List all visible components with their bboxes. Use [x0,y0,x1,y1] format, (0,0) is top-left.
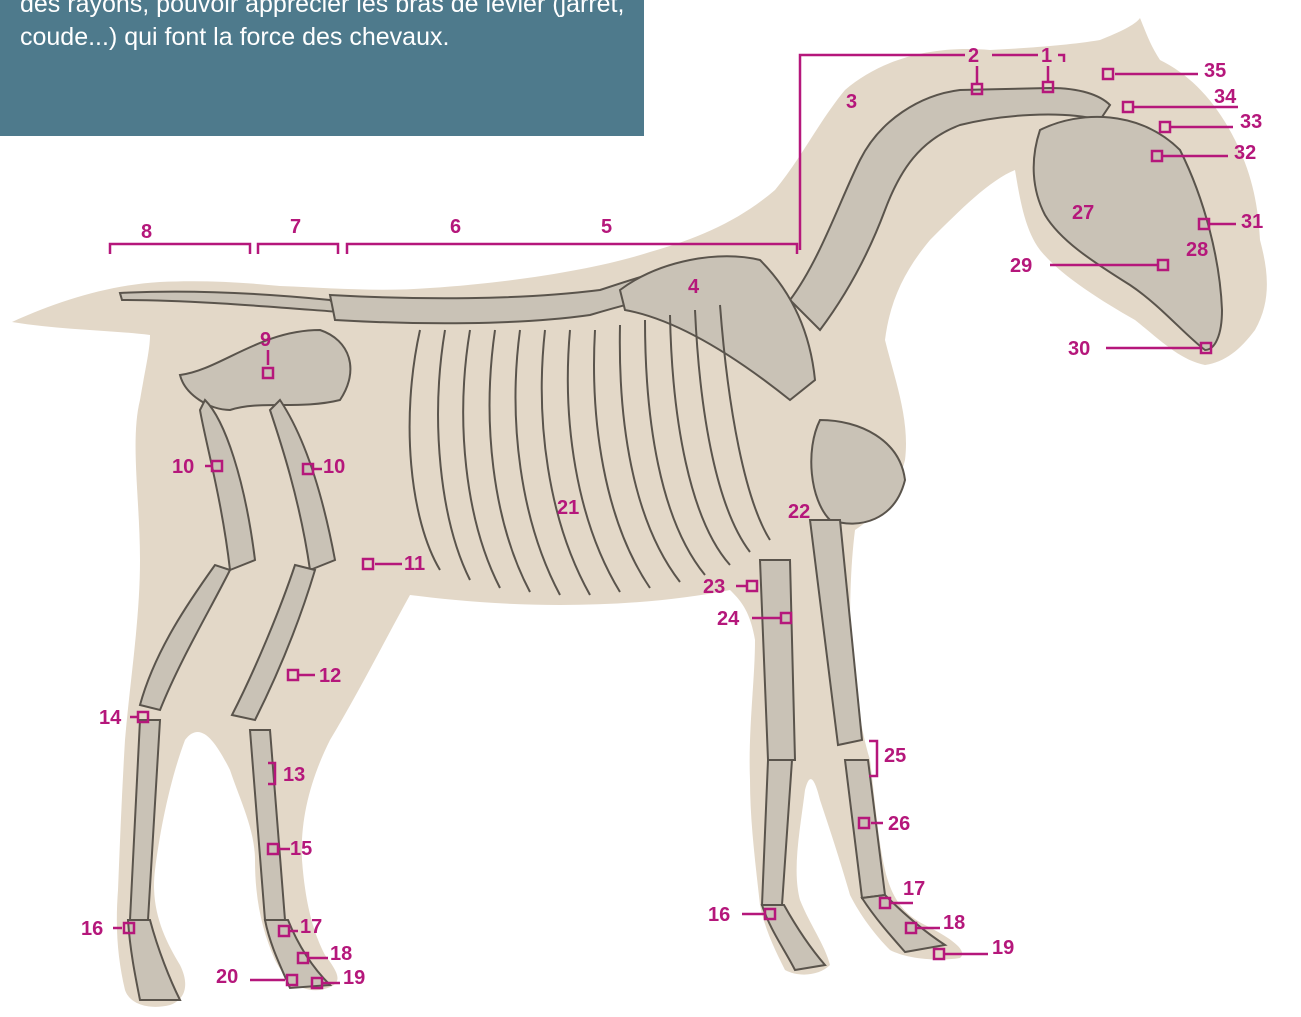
label-19-hind: 19 [343,967,365,989]
label-1: 1 [1041,45,1052,67]
label-10-left: 10 [172,456,194,478]
label-34: 34 [1214,86,1237,108]
label-5: 5 [601,216,612,238]
label-14: 14 [99,707,122,729]
label-2: 2 [968,45,979,67]
label-19-fore: 19 [992,937,1014,959]
label-30: 30 [1068,338,1090,360]
label-33: 33 [1240,111,1262,133]
label-22: 22 [788,501,810,523]
label-3: 3 [846,91,857,113]
label-20: 20 [216,966,238,988]
label-7: 7 [290,216,301,238]
label-17-hind: 17 [300,916,322,938]
label-8: 8 [141,221,152,243]
label-18-fore: 18 [943,912,965,934]
label-28: 28 [1186,239,1208,261]
label-25: 25 [884,745,906,767]
label-10-right: 10 [323,456,345,478]
label-35: 35 [1204,60,1226,82]
label-15: 15 [290,838,312,860]
label-23: 23 [703,576,725,598]
label-12: 12 [319,665,341,687]
label-26: 26 [888,813,910,835]
label-11: 11 [404,553,425,575]
label-6: 6 [450,216,461,238]
label-9: 9 [260,329,271,351]
label-27: 27 [1072,202,1094,224]
label-4: 4 [688,276,700,298]
label-31: 31 [1241,211,1263,233]
label-13: 13 [283,764,305,786]
label-16-hind: 16 [81,918,103,940]
label-32: 32 [1234,142,1256,164]
label-24: 24 [717,608,740,630]
label-16-fore: 16 [708,904,730,926]
label-29: 29 [1010,255,1032,277]
label-17-fore: 17 [903,878,925,900]
label-21: 21 [557,497,579,519]
label-18-hind: 18 [330,943,352,965]
